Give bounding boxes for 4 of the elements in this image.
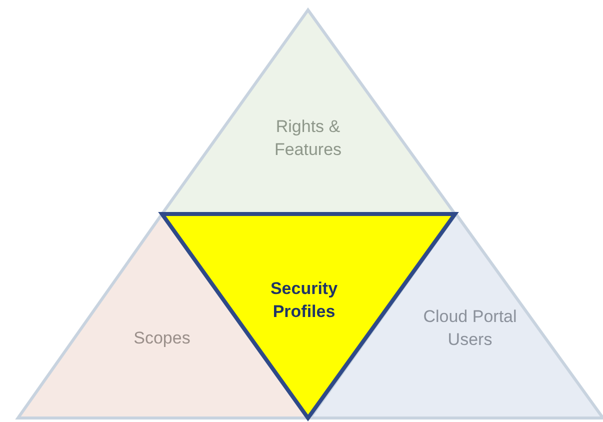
triangle-label: Scopes: [132, 328, 192, 350]
triangle-label: Security Profiles: [269, 278, 339, 323]
triangle-label: Rights & Features: [273, 116, 343, 161]
triangle-label: Cloud Portal Users: [422, 306, 518, 351]
